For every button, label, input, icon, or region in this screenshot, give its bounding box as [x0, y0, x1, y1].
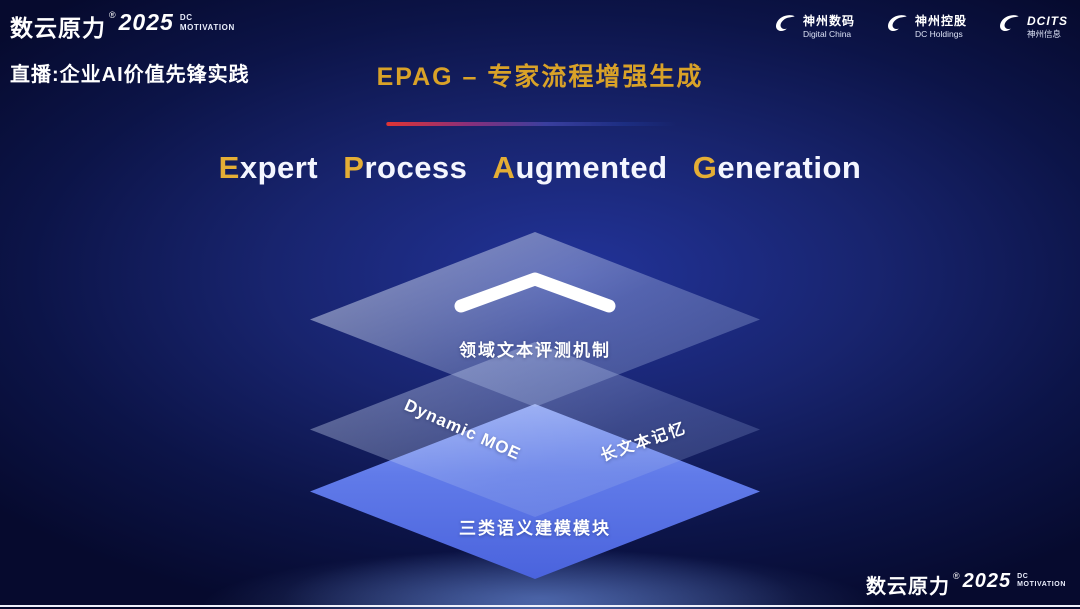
- title-accent-letter: A: [492, 150, 516, 185]
- title-accent-letter: G: [692, 150, 718, 185]
- title-accent-letter: E: [218, 150, 240, 185]
- title-word: Expert: [219, 150, 319, 185]
- title-word: Augmented: [493, 150, 668, 185]
- title-accent-letter: P: [343, 150, 365, 185]
- brand-subtitle: DC MOTIVATION: [180, 13, 235, 32]
- brand-subtitle-line2: MOTIVATION: [1017, 581, 1066, 589]
- brand-year: 2025: [118, 9, 174, 35]
- layer-bottom-label: 三类语义建模模块: [459, 519, 611, 538]
- logo-name: 神州控股: [914, 13, 967, 28]
- swoosh-icon: [993, 10, 1021, 43]
- partner-logo-dc-holdings: 神州控股 DC Holdings: [881, 10, 967, 43]
- title-word-rest: rocess: [364, 150, 468, 185]
- brand-name: 数云原力: [865, 576, 950, 598]
- partner-logo-digital-china: 神州数码 Digital China: [769, 10, 855, 43]
- bottom-divider: [0, 605, 1080, 607]
- logo-subtitle: Digital China: [802, 28, 852, 39]
- brand-name: 数云原力: [10, 15, 106, 41]
- chevron-up-icon: [449, 268, 621, 323]
- title-word-rest: eneration: [717, 150, 862, 185]
- logo-subtitle: 神州信息: [1027, 28, 1062, 39]
- page-title: EPAG – 专家流程增强生成: [376, 63, 704, 91]
- logo-name: DCITS: [1027, 13, 1068, 28]
- brand-subtitle-line1: DC: [1017, 573, 1029, 580]
- partner-logos: 神州数码 Digital China 神州控股 DC Holdings DCIT…: [769, 10, 1068, 43]
- logo-subtitle: DC Holdings: [914, 28, 963, 39]
- brand-reg-mark: ®: [952, 571, 960, 581]
- brand-reg-mark: ®: [109, 10, 116, 20]
- brand-subtitle-line1: DC: [179, 13, 193, 22]
- title-word-rest: xpert: [239, 150, 319, 185]
- brand-subtitle-line2: MOTIVATION: [179, 22, 235, 32]
- brand-logo-top-left: 数云原力 ® 2025 DC MOTIVATION: [10, 9, 235, 43]
- gradient-divider: [386, 122, 677, 126]
- layer-stack: 领域文本评测机制 Dynamic MOE 长文本记忆 三类语义建模模块: [305, 232, 765, 584]
- swoosh-icon: [881, 10, 909, 43]
- live-label: 直播:企业AI价值先锋实践: [10, 64, 250, 86]
- main-title: Expert Process Augmented Generation: [0, 150, 1080, 186]
- title-word: Process: [343, 150, 467, 185]
- brand-subtitle: DC MOTIVATION: [1017, 573, 1066, 590]
- title-word-rest: ugmented: [515, 150, 668, 185]
- brand-logo-bottom-right: 数云原力 ® 2025 DC MOTIVATION: [866, 570, 1066, 599]
- brand-year: 2025: [962, 570, 1012, 592]
- title-word: Generation: [693, 150, 862, 185]
- logo-name: 神州数码: [802, 13, 855, 28]
- partner-logo-dcits: DCITS 神州信息: [993, 10, 1068, 43]
- swoosh-icon: [769, 10, 797, 43]
- layer-top-label: 领域文本评测机制: [459, 341, 611, 360]
